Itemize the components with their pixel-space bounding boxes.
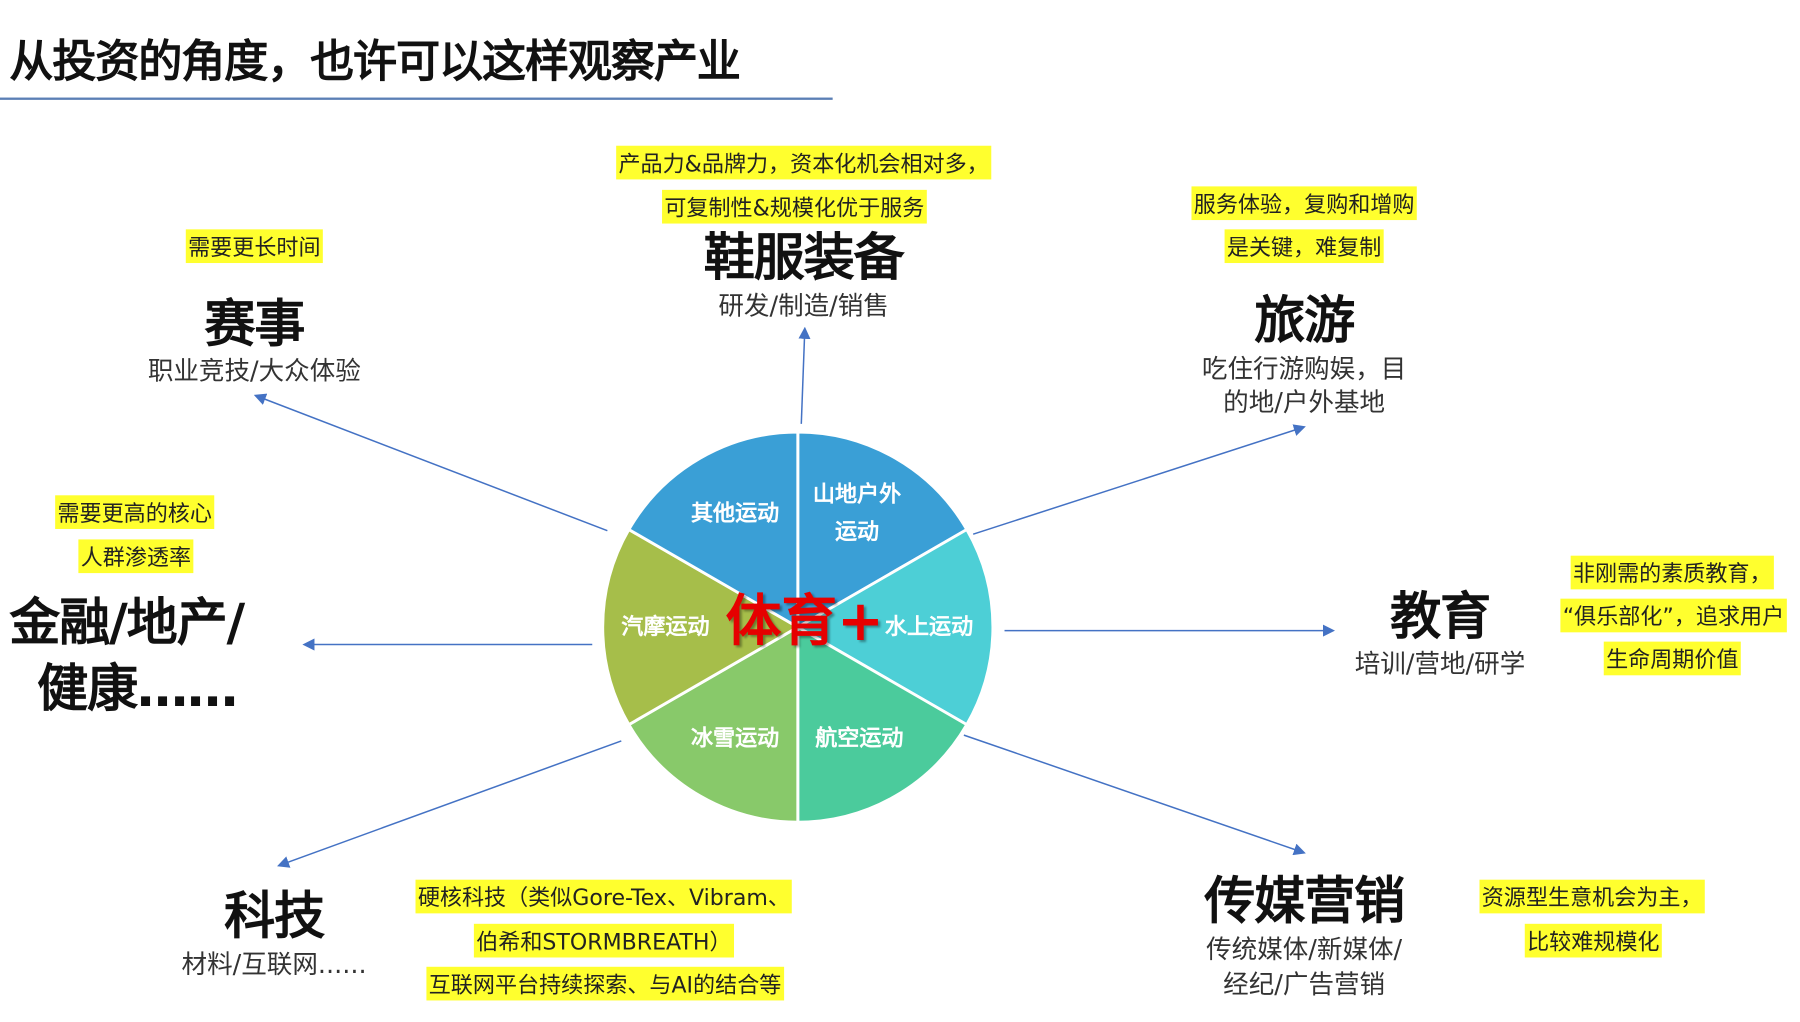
note-apparel-2: 可复制性&规模化优于服务	[662, 189, 927, 224]
note-events: 需要更长时间	[185, 229, 323, 264]
page-title: 从投资的角度，也许可以这样观察产业	[9, 36, 741, 88]
note-tourism-1: 服务体验，复购和增购	[1191, 186, 1417, 221]
node-media-title: 传媒营销	[1204, 872, 1405, 932]
arrow-tech	[277, 740, 622, 868]
node-events-sub: 职业竞技/大众体验	[147, 357, 361, 387]
node-tourism-sub-1: 吃住行游购娱，目	[1201, 355, 1407, 385]
pie-slice-ice-snow	[626, 624, 800, 824]
segment-label: 运动	[834, 519, 880, 545]
node-tourism-sub-2: 的地/户外基地	[1223, 389, 1386, 419]
pie-slice-aviation	[796, 624, 969, 824]
arrow-events	[253, 393, 608, 532]
center-label: 体育+	[725, 588, 884, 654]
segment-mountain-outdoor: 山地户外运动	[813, 476, 901, 550]
node-finance-title-2: 健康……	[37, 659, 238, 719]
note-tourism-2: 是关键，难复制	[1224, 229, 1384, 264]
note-media-2: 比较难规模化	[1524, 923, 1662, 958]
note-tech-1: 硬核科技（类似Gore-Tex、Vibram、	[415, 879, 793, 914]
note-education-2: “俱乐部化”，追求用户	[1560, 598, 1787, 633]
arrow-apparel	[798, 326, 811, 424]
note-education-1: 非刚需的素质教育，	[1570, 555, 1774, 590]
node-apparel-sub: 研发/制造/销售	[718, 292, 889, 322]
segment-aviation: 航空运动	[815, 725, 904, 752]
segment-water-sports: 水上运动	[884, 614, 974, 640]
pie-slice-other-sports	[626, 430, 800, 630]
node-finance-title-1: 金融/地产/	[9, 593, 245, 653]
segment-motor-sports: 汽摩运动	[621, 614, 710, 640]
note-apparel-1: 产品力&品牌力，资本化机会相对多，	[616, 145, 992, 180]
node-events-title: 赛事	[204, 294, 305, 355]
pie-slice-water-sports	[794, 527, 995, 727]
title-underline	[0, 97, 833, 100]
segment-label: 山地户外	[812, 481, 902, 508]
note-media-1: 资源型生意机会为主，	[1479, 879, 1705, 914]
node-media-sub-2: 经纪/广告营销	[1223, 970, 1386, 1000]
arrow-tourism	[972, 424, 1306, 535]
pie-slice-mountain-outdoor	[796, 430, 969, 630]
node-tech-sub: 材料/互联网......	[181, 951, 367, 981]
note-tech-2: 伯希和STORMBREATH）	[473, 923, 734, 958]
segment-other-sports: 其他运动	[690, 500, 780, 527]
node-education-sub: 培训/营地/研学	[1354, 650, 1526, 680]
node-education-title: 教育	[1390, 587, 1491, 647]
node-tourism-title: 旅游	[1254, 291, 1355, 351]
note-finance-2: 人群渗透率	[78, 539, 194, 574]
segment-ice-snow: 冰雪运动	[690, 725, 780, 752]
pie-slice-motor-sports	[601, 527, 801, 727]
note-finance-1: 需要更高的核心	[55, 495, 215, 529]
node-tech-title: 科技	[224, 887, 325, 947]
node-media-sub-1: 传统媒体/新媒体/	[1206, 936, 1403, 966]
node-apparel-title: 鞋服装备	[703, 228, 905, 289]
note-education-3: 生命周期价值	[1603, 641, 1741, 676]
note-tech-3: 互联网平台持续探索、与AI的结合等	[426, 966, 784, 1001]
arrow-media	[963, 734, 1306, 856]
